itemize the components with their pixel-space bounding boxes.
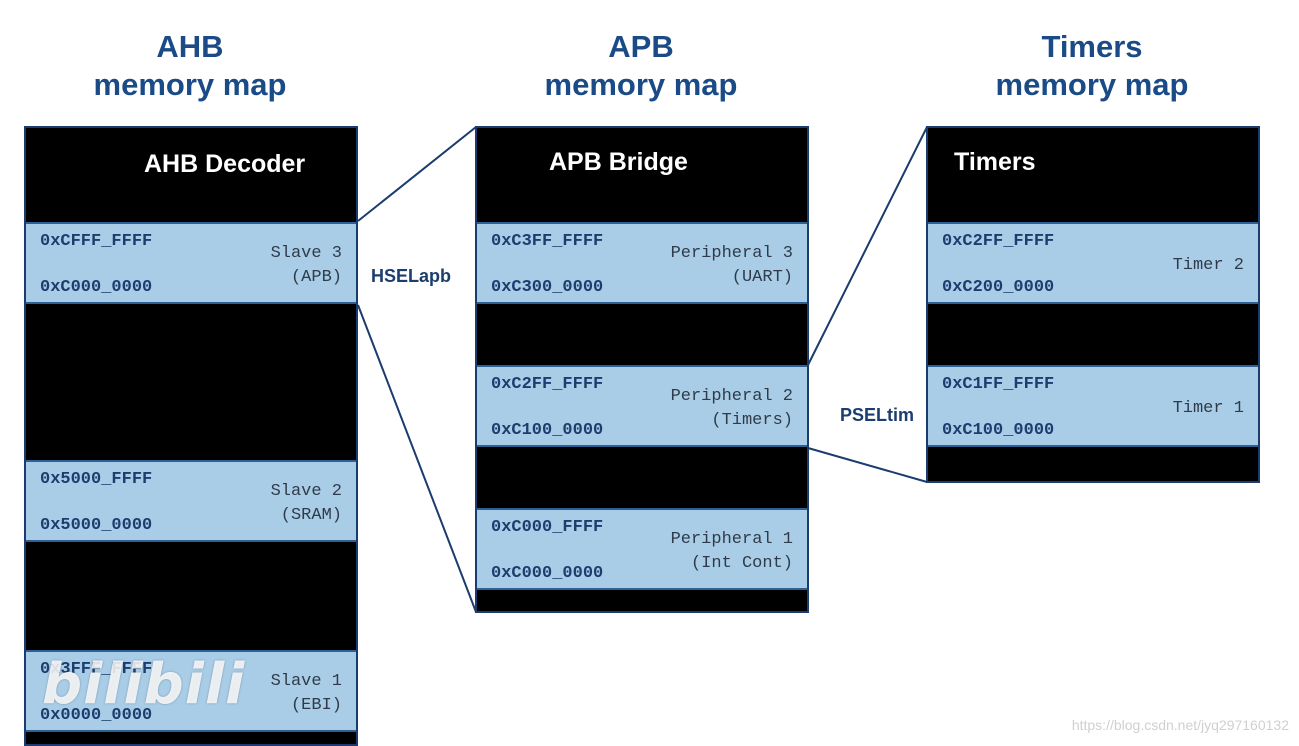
- csdn-watermark: https://blog.csdn.net/jyq297160132: [1071, 717, 1289, 733]
- region-label: Peripheral 3(UART): [670, 244, 793, 287]
- timers-memory-column: Timers 0xC2FF_FFFF 0xC200_0000 Timer 2 0…: [926, 126, 1260, 483]
- ahb-slave1-region: 0x3FFF_FFFF 0x0000_0000 Slave 1(EBI): [26, 650, 356, 732]
- timers-header: Timers: [954, 148, 1036, 176]
- ahb-map-title: AHB memory map: [40, 28, 340, 104]
- timers-title-line2: memory map: [995, 67, 1189, 102]
- address-low: 0xC300_0000: [491, 278, 604, 297]
- region-label: Slave 3(APB): [270, 244, 342, 287]
- ahb-title-line2: memory map: [93, 67, 287, 102]
- address-high: 0xCFFF_FFFF: [40, 232, 153, 251]
- region-label: Peripheral 1(Int Cont): [670, 530, 793, 573]
- ahb-slave3-region: 0xCFFF_FFFF 0xC000_0000 Slave 3(APB): [26, 222, 356, 304]
- address-low: 0xC000_0000: [491, 564, 604, 583]
- region-label: Slave 2(SRAM): [270, 482, 342, 525]
- timer1-region: 0xC1FF_FFFF 0xC100_0000 Timer 1: [928, 365, 1258, 447]
- apb-peripheral1-region: 0xC000_FFFF 0xC000_0000 Peripheral 1(Int…: [477, 508, 807, 590]
- address-low: 0xC100_0000: [942, 421, 1055, 440]
- timers-map-title: Timers memory map: [942, 28, 1242, 104]
- address-high: 0xC2FF_FFFF: [491, 375, 604, 394]
- bilibili-logo: bilibili: [42, 652, 246, 717]
- ahb-decoder-header: AHB Decoder: [144, 150, 306, 178]
- address-low: 0xC000_0000: [40, 278, 153, 297]
- timer2-region: 0xC2FF_FFFF 0xC200_0000 Timer 2: [928, 222, 1258, 304]
- ahb-slave2-region: 0x5000_FFFF 0x5000_0000 Slave 2(SRAM): [26, 460, 356, 542]
- pseltim-signal-label: PSELtim: [840, 405, 915, 425]
- ahb-title-line1: AHB: [156, 29, 224, 64]
- address-low: 0x5000_0000: [40, 516, 153, 535]
- apb-title-line1: APB: [608, 29, 674, 64]
- address-high: 0xC1FF_FFFF: [942, 375, 1055, 394]
- address-high: 0x5000_FFFF: [40, 470, 153, 489]
- address-low: 0x0000_0000: [40, 706, 153, 725]
- address-high: 0x3FFF_FFFF: [40, 660, 153, 679]
- address-low: 0xC100_0000: [491, 421, 604, 440]
- address-high: 0xC000_FFFF: [491, 518, 604, 537]
- apb-bridge-header: APB Bridge: [549, 148, 688, 176]
- apb-memory-column: APB Bridge 0xC3FF_FFFF 0xC300_0000 Perip…: [475, 126, 809, 613]
- timers-title-line1: Timers: [1041, 29, 1143, 64]
- apb-peripheral2-region: 0xC2FF_FFFF 0xC100_0000 Peripheral 2(Tim…: [477, 365, 807, 447]
- ahb-to-apb-top-line: [357, 126, 477, 222]
- address-low: 0xC200_0000: [942, 278, 1055, 297]
- region-label: Timer 1: [1172, 399, 1244, 418]
- address-high: 0xC3FF_FFFF: [491, 232, 604, 251]
- apb-peripheral3-region: 0xC3FF_FFFF 0xC300_0000 Peripheral 3(UAR…: [477, 222, 807, 304]
- apb-to-timers-bottom-line: [807, 447, 928, 483]
- apb-to-timers-top-line: [807, 126, 928, 366]
- region-label: Slave 1(EBI): [270, 672, 342, 715]
- hselapb-signal-label: HSELapb: [371, 266, 452, 286]
- region-label: Timer 2: [1172, 256, 1244, 275]
- region-label: Peripheral 2(Timers): [670, 387, 793, 430]
- ahb-memory-column: AHB Decoder 0xCFFF_FFFF 0xC000_0000 Slav…: [24, 126, 358, 746]
- ahb-to-apb-bottom-line: [357, 304, 477, 613]
- apb-map-title: APB memory map: [491, 28, 791, 104]
- apb-title-line2: memory map: [544, 67, 738, 102]
- address-high: 0xC2FF_FFFF: [942, 232, 1055, 251]
